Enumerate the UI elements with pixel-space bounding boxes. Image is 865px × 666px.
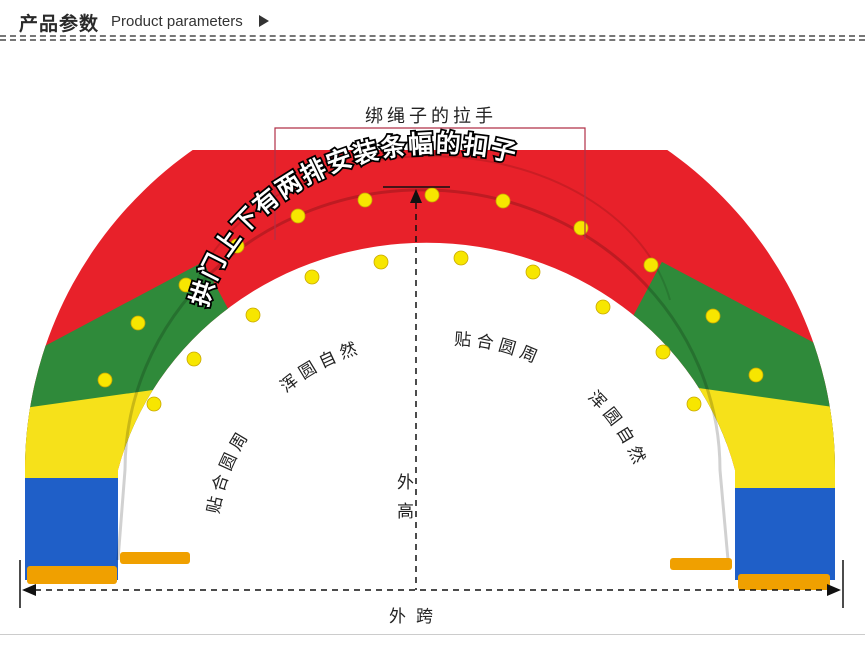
button-dot [495, 193, 511, 209]
arch-body [25, 150, 835, 590]
inner-left-label-1: 贴合圆周 [204, 425, 255, 515]
arch-base-left-inner [120, 552, 190, 564]
height-label-char-2: 高 [397, 502, 414, 522]
banner-buttons [97, 187, 764, 412]
inner-left-label-2: 浑圆自然 [277, 338, 365, 397]
button-dot [424, 187, 440, 203]
footer-divider [0, 634, 865, 635]
button-dot [186, 351, 202, 367]
arrow-up-icon [410, 189, 422, 203]
button-dot [229, 238, 245, 254]
section-header: 产品参数 Product parameters [0, 0, 865, 42]
arch-base-right [738, 574, 830, 590]
arch-blue-segment-right [605, 488, 835, 580]
button-dot [655, 344, 671, 360]
button-dot [178, 277, 194, 293]
button-dot [130, 315, 146, 331]
span-label: 外跨 [389, 607, 443, 627]
button-dot [453, 250, 469, 266]
button-dot [748, 367, 764, 383]
button-dot [245, 307, 261, 323]
button-dot [595, 299, 611, 315]
height-dimension [383, 186, 450, 590]
arrow-right-icon [827, 584, 841, 596]
triangle-arrow-icon [259, 15, 269, 27]
rope-handle-callout [274, 127, 586, 240]
rope-handle-label: 绑绳子的拉手 [365, 106, 497, 127]
section-title-cn: 产品参数 [19, 13, 100, 35]
section-title-en: Product parameters [111, 13, 243, 30]
arch-base-left [27, 566, 117, 584]
arrow-left-icon [22, 584, 36, 596]
button-dot [357, 192, 373, 208]
inner-right-label-1: 贴合圆周 [454, 330, 545, 370]
button-dot [643, 257, 659, 273]
arch-base-right-inner [670, 558, 732, 570]
button-dot [304, 269, 320, 285]
header-divider [0, 39, 865, 41]
inner-right-label-2: 浑圆自然 [584, 387, 651, 471]
button-dot [686, 396, 702, 412]
button-dot [97, 372, 113, 388]
button-dot [705, 308, 721, 324]
button-dot [525, 264, 541, 280]
button-dot [290, 208, 306, 224]
button-dot [146, 396, 162, 412]
height-label-char-1: 外 [397, 473, 414, 493]
button-dot [573, 220, 589, 236]
span-dimension [19, 560, 844, 608]
header-divider [0, 35, 865, 37]
button-dot [373, 254, 389, 270]
